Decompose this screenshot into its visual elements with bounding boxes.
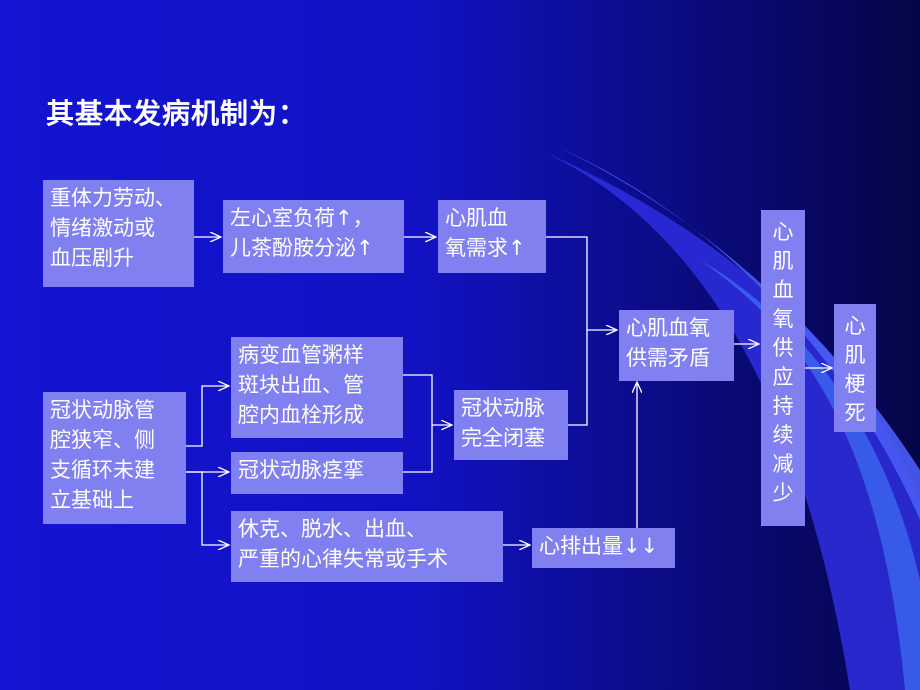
box-heavy-labor: 重体力劳动、 情绪激动或 血压剧升 [43,180,194,287]
box-shock-etc: 休克、脱水、出血、 严重的心律失常或手术 [231,511,503,582]
line-plaque-to-occlusion [403,374,433,425]
box-oxygen-demand: 心肌血 氧需求↑ [438,200,546,273]
box-lv-load: 左心室负荷↑， 儿茶酚胺分泌↑ [223,200,404,273]
arrow-narrow-to-plaque [186,386,229,447]
line-demand-to-imbalance [546,236,617,330]
box-oxygen-supply-decrease: 心 肌 血 氧 供 应 持 续 减 少 [761,210,805,526]
box-supply-demand-imbalance: 心肌血氧 供需矛盾 [619,310,734,381]
slide-title: 其基本发病机制为： [46,97,308,130]
box-coronary-narrowing: 冠状动脉管 腔狭窄、侧 支循环未建 立基础上 [43,392,186,524]
box-cardiac-output: 心排出量↓↓ [532,528,675,568]
arrow-narrow-to-shock [186,471,229,545]
box-plaque-thrombosis: 病变血管粥样 斑块出血、管 腔内血栓形成 [231,337,403,438]
box-myocardial-infarction: 心 肌 梗 死 [834,304,876,432]
line-occlusion-to-imbalance [568,330,588,426]
box-coronary-spasm: 冠状动脉痉挛 [231,452,403,494]
box-complete-occlusion: 冠状动脉 完全闭塞 [454,390,568,460]
line-spasm-to-occlusion [403,425,433,473]
